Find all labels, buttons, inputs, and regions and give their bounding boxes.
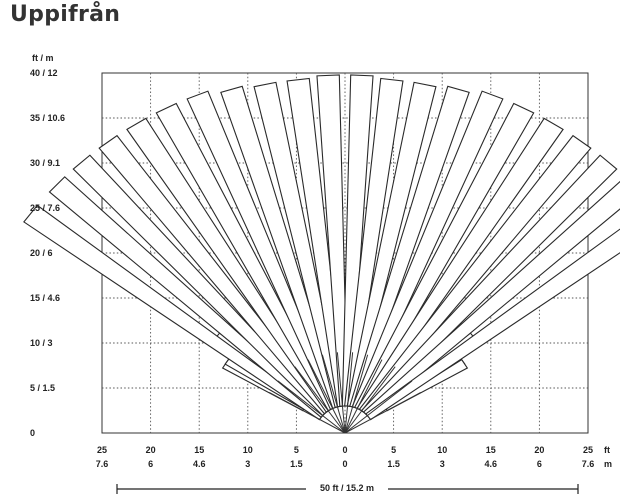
y-tick-label: 10 / 3 — [30, 338, 53, 348]
zone-ray — [344, 392, 421, 434]
x-tick-label-m: 1.5 — [387, 459, 400, 469]
zone-ray — [294, 366, 346, 434]
y-tick-label: 15 / 4.6 — [30, 293, 60, 303]
x-tick-label-ft: 5 — [391, 445, 396, 455]
y-tick-label: 25 / 7.6 — [30, 203, 60, 213]
x-tick-label-ft: 15 — [194, 445, 204, 455]
width-dimension: 50 ft / 15.2 m — [116, 482, 579, 494]
x-tick-label-ft: 10 — [437, 445, 447, 455]
x-tick-label-m: 7.6 — [96, 459, 109, 469]
zone-ray — [344, 354, 369, 434]
x-axis-labels: ft m 25 7.6 20 6 15 4.6 10 3 5 1.5 0 0 5 1.5 10 3 15 4.6 2… — [96, 445, 612, 469]
y-tick-label: 35 / 10.6 — [30, 113, 65, 123]
x-tick-label-ft: 25 — [583, 445, 593, 455]
y-tick-label: 5 / 1.5 — [30, 383, 55, 393]
y-axis-unit-label: ft / m — [32, 53, 54, 63]
x-axis-unit-m: m — [604, 459, 612, 469]
zone-ray — [269, 392, 346, 434]
x-tick-label-m: 3 — [440, 459, 445, 469]
zone-ray — [344, 380, 413, 434]
x-tick-label-m: 4.6 — [485, 459, 498, 469]
x-tick-label-m: 7.6 — [582, 459, 595, 469]
y-tick-label: 30 / 9.1 — [30, 158, 60, 168]
x-axis-unit-ft: ft — [604, 445, 610, 455]
x-tick-label-ft: 15 — [486, 445, 496, 455]
x-tick-label-ft: 10 — [243, 445, 253, 455]
zone-ray — [321, 354, 346, 434]
y-tick-label: 0 — [30, 428, 35, 438]
x-tick-label-ft: 0 — [342, 445, 347, 455]
x-tick-label-m: 6 — [148, 459, 153, 469]
x-tick-label-ft: 20 — [146, 445, 156, 455]
width-dimension-label: 50 ft / 15.2 m — [320, 483, 374, 493]
zone-ray — [344, 359, 383, 434]
x-tick-label-ft: 20 — [534, 445, 544, 455]
page-title: Uppifrån — [10, 2, 121, 27]
detection-zones — [23, 74, 620, 434]
x-tick-label-m: 0 — [342, 459, 347, 469]
y-tick-label: 40 / 12 — [30, 68, 58, 78]
zone-ray — [307, 359, 346, 434]
x-tick-label-ft: 25 — [97, 445, 107, 455]
x-tick-label-ft: 5 — [294, 445, 299, 455]
x-tick-label-m: 1.5 — [290, 459, 303, 469]
y-tick-label: 20 / 6 — [30, 248, 53, 258]
zone-ray — [277, 380, 346, 434]
detection-zone — [365, 228, 620, 421]
x-tick-label-m: 4.6 — [193, 459, 206, 469]
x-tick-label-m: 3 — [245, 459, 250, 469]
y-axis-labels: ft / m 0 5 / 1.5 10 / 3 15 / 4.6 20 / 6 25 / … — [30, 53, 65, 438]
zone-ray — [344, 352, 354, 434]
x-tick-label-m: 6 — [537, 459, 542, 469]
zone-ray — [344, 366, 396, 434]
zone-ray — [336, 352, 346, 434]
